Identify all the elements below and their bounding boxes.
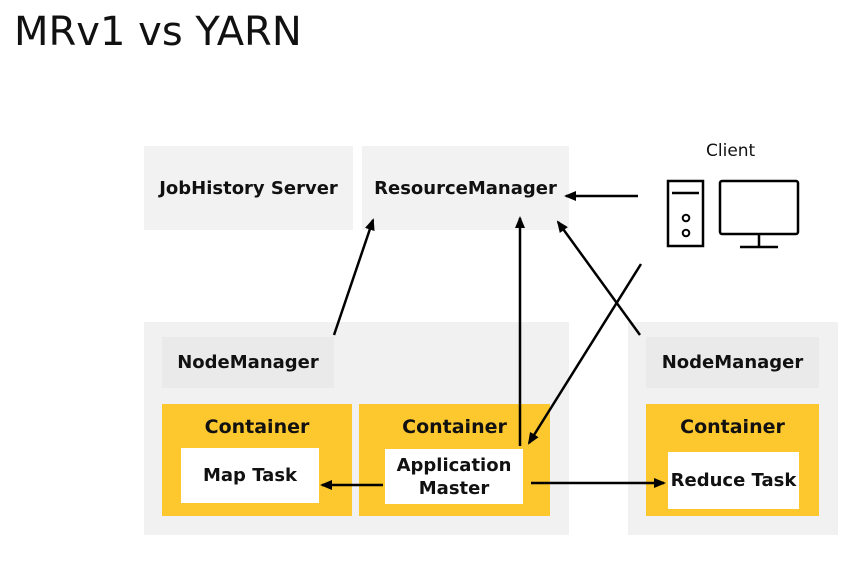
left-nodemanager-label-box: NodeManager — [162, 337, 334, 388]
app-master-label-line1: Application — [396, 454, 512, 476]
page-title: MRv1 vs YARN — [14, 9, 302, 55]
resourcemanager-box: ResourceManager — [362, 146, 569, 230]
monitor-icon — [718, 179, 800, 249]
map-container-title: Container — [204, 416, 310, 438]
map-task-box: Map Task — [181, 448, 319, 503]
arrow-left-nm-to-rm — [332, 218, 375, 336]
reduce-task-box: Reduce Task — [668, 452, 799, 509]
resourcemanager-label: ResourceManager — [374, 177, 557, 199]
app-master-container-title: Container — [402, 416, 507, 438]
jobhistory-server-label: JobHistory Server — [159, 177, 338, 199]
map-task-label: Map Task — [203, 465, 297, 486]
reduce-container-title: Container — [680, 416, 785, 438]
jobhistory-server-box: JobHistory Server — [144, 146, 353, 230]
right-nodemanager-label-box: NodeManager — [646, 337, 819, 388]
left-nodemanager-label: NodeManager — [177, 352, 319, 373]
arrow-right-nm-to-rm — [556, 220, 642, 336]
client-label: Client — [706, 141, 756, 161]
app-master-box: Application Master — [385, 449, 523, 504]
desktop-tower-icon — [666, 179, 705, 248]
right-nodemanager-label: NodeManager — [661, 352, 804, 373]
app-master-label-line2: Master — [418, 477, 490, 499]
reduce-task-label: Reduce Task — [670, 470, 797, 491]
